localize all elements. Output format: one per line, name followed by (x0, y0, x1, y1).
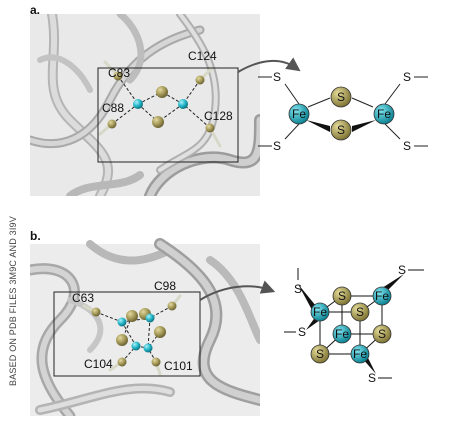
cysteine-sulfur-atom (91, 307, 101, 317)
panel-b: b. (30, 229, 424, 416)
cysteine-sulfur-atom (205, 123, 215, 133)
iron-atom (350, 344, 370, 364)
sulfide-atom (152, 116, 164, 128)
cysteine-sulfur-atom (107, 119, 117, 129)
iron-atom (178, 99, 188, 109)
cube-atom-label: S (356, 305, 364, 319)
cysteine-sulfur-label: S (403, 70, 411, 84)
cube-atom-label: S (338, 289, 346, 303)
iron-atom (117, 317, 127, 327)
panel-a-protein-render (30, 14, 260, 196)
panel-b-letter: b. (30, 229, 41, 243)
iron-atom (131, 341, 141, 351)
sulfide-atom (154, 326, 166, 338)
sulfide-label: S (337, 123, 345, 137)
iron-label: Fe (377, 107, 391, 121)
source-credit: BASED ON PDB FILES 3M9C AND 3I9V (8, 216, 18, 386)
panel-a-arrow (237, 57, 301, 73)
cysteine-sulfur-atom (151, 357, 161, 367)
cysteine-sulfur-label: S (298, 325, 306, 339)
iron-label: Fe (292, 107, 306, 121)
sulfide-atom (372, 324, 392, 344)
iron-atom (133, 99, 143, 109)
cube-atom-label: Fe (375, 289, 389, 303)
cysteine-sulfur-atom (117, 357, 127, 367)
residue-label-c124: C124 (188, 49, 217, 63)
cysteine-sulfur-label: S (403, 139, 411, 153)
panel-a: a. (30, 3, 428, 196)
iron-atom (310, 302, 330, 322)
sulfide-atom (310, 344, 330, 364)
panel-a-schematic: Fe Fe S S S S S S (258, 70, 428, 153)
panel-a-focus-box (97, 67, 239, 163)
iron-atom (372, 286, 392, 306)
cysteine-sulfur-label: S (273, 70, 281, 84)
sulfide-atom (330, 86, 352, 108)
cysteine-sulfur-atom (113, 71, 123, 81)
cube-atom-label: Fe (353, 347, 367, 361)
panel-a-cluster (107, 71, 215, 133)
iron-atom (332, 324, 352, 344)
panel-b-arrow (199, 280, 276, 301)
sulfide-label: S (337, 90, 345, 104)
residue-label-c98: C98 (154, 279, 176, 293)
cysteine-sulfur-atom (167, 301, 177, 311)
cube-atom-label: Fe (313, 305, 327, 319)
residue-label-c88: C88 (102, 101, 124, 115)
cysteine-sulfur-atom (195, 75, 205, 85)
residue-label-c128: C128 (204, 109, 233, 123)
panel-a-letter: a. (30, 3, 40, 17)
residue-label-c63: C63 (72, 291, 94, 305)
iron-atom (145, 313, 155, 323)
sulfide-atom (156, 86, 168, 98)
cube-atom-label: Fe (335, 327, 349, 341)
iron-atom (288, 103, 310, 125)
cysteine-sulfur-label: S (273, 139, 281, 153)
sulfide-atom (126, 310, 138, 322)
panel-b-cluster (91, 301, 177, 367)
panel-b-focus-box (53, 291, 201, 377)
residue-label-c104: C104 (84, 357, 113, 371)
iron-atom (143, 343, 153, 353)
residue-label-c83: C83 (108, 66, 130, 80)
sulfide-atom (116, 334, 128, 346)
cysteine-sulfur-label: S (368, 371, 376, 385)
panel-b-schematic: S Fe Fe S S Fe S Fe S S S S (284, 263, 424, 385)
panel-b-protein-render (30, 238, 260, 416)
sulfide-atom (332, 286, 352, 306)
cysteine-sulfur-label: S (294, 282, 302, 296)
iron-atom (373, 103, 395, 125)
sulfide-atom (350, 302, 370, 322)
cysteine-sulfur-label: S (398, 263, 406, 277)
sulfide-atom (330, 119, 352, 141)
cube-atom-label: S (316, 347, 324, 361)
residue-label-c101: C101 (164, 359, 193, 373)
cube-atom-label: S (378, 327, 386, 341)
